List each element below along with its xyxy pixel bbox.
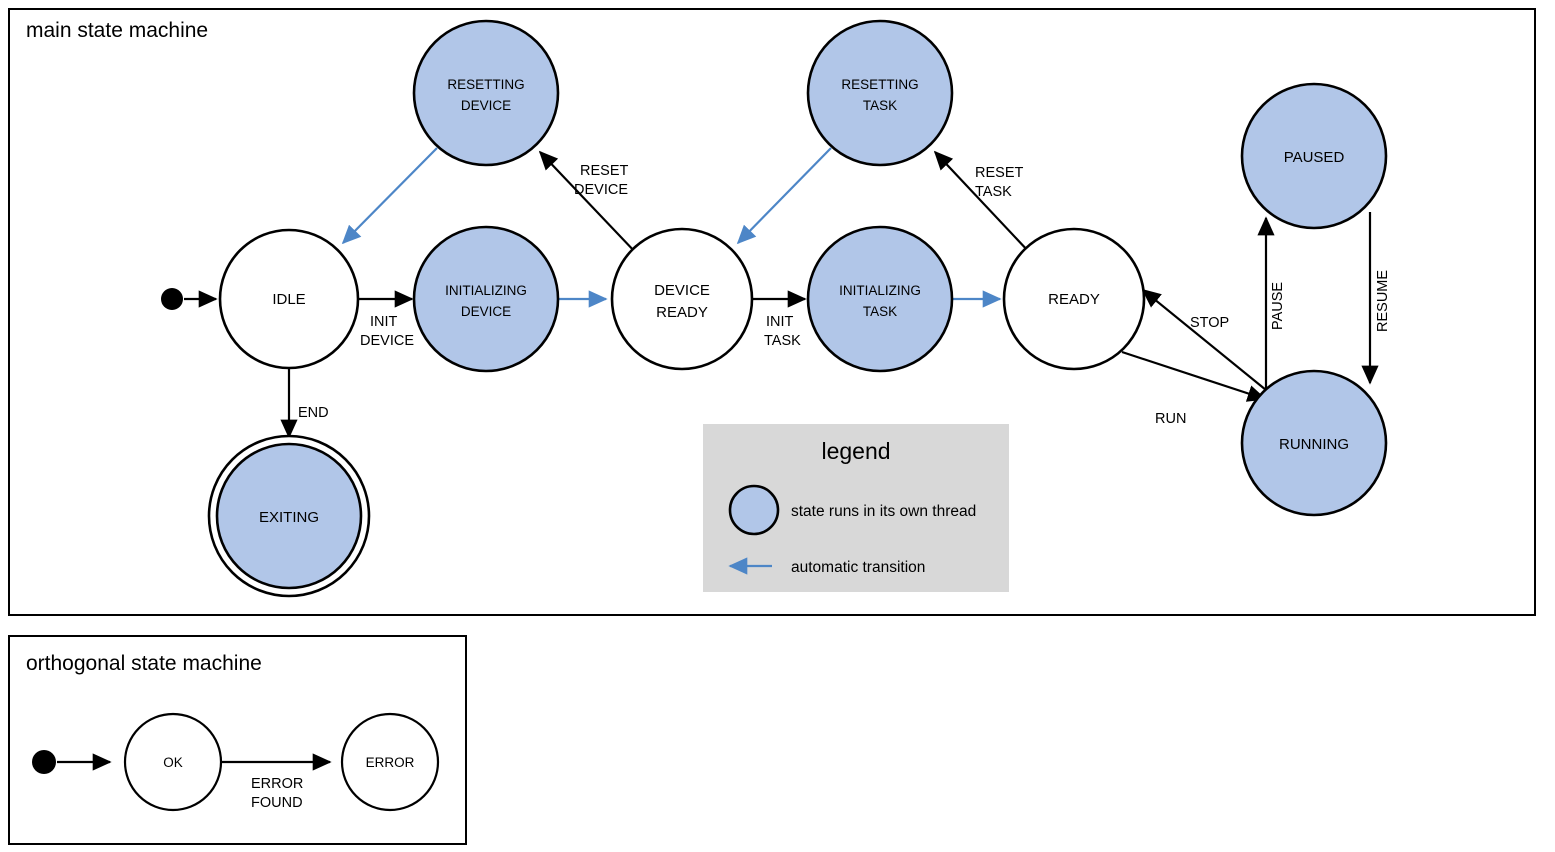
legend: legend state runs in its own thread auto… — [703, 424, 1009, 592]
state-initializing-device-label-2: DEVICE — [461, 304, 511, 319]
state-resetting-device-label-2: DEVICE — [461, 98, 511, 113]
legend-auto-transition-text: automatic transition — [791, 559, 925, 576]
legend-title: legend — [821, 438, 890, 464]
transition-label-resume: RESUME — [1375, 270, 1391, 332]
transition-label-init-task-2: TASK — [764, 333, 801, 349]
state-initializing-task-label-1: INITIALIZING — [839, 283, 921, 298]
transition-label-error-found-2: FOUND — [251, 795, 303, 811]
state-ready[interactable]: READY — [1002, 227, 1146, 371]
state-initializing-device[interactable]: INITIALIZING DEVICE — [412, 225, 560, 373]
transition-device-ready-to-resetting-device: RESET DEVICE — [538, 150, 638, 255]
transition-resetting-task-to-device-ready — [736, 147, 832, 245]
state-error[interactable]: ERROR — [340, 712, 440, 812]
state-running[interactable]: RUNNING — [1240, 369, 1388, 517]
state-resetting-device-label-1: RESETTING — [447, 77, 524, 92]
state-exiting-label: EXITING — [259, 509, 319, 526]
transition-resetting-device-to-idle — [341, 147, 438, 245]
transition-label-reset-device-2: DEVICE — [574, 182, 628, 198]
state-exiting[interactable]: EXITING — [207, 434, 371, 598]
transition-idle-to-initializing-device: INIT DEVICE — [358, 290, 414, 349]
transition-label-reset-device-1: RESET — [580, 163, 628, 179]
transition-label-error-found-1: ERROR — [251, 776, 303, 792]
transition-device-ready-to-initializing-task: INIT TASK — [752, 290, 807, 349]
transition-label-end: END — [298, 405, 329, 421]
state-ok[interactable]: OK — [123, 712, 223, 812]
main-state-machine-title: main state machine — [26, 19, 208, 42]
legend-item-auto-transition: automatic transition — [728, 557, 925, 576]
transition-label-init-device-2: DEVICE — [360, 333, 414, 349]
orthogonal-state-machine-title: orthogonal state machine — [26, 652, 262, 675]
state-initializing-task[interactable]: INITIALIZING TASK — [806, 225, 954, 373]
transition-label-reset-task-2: TASK — [975, 184, 1012, 200]
state-device-ready-label-1: DEVICE — [654, 282, 710, 299]
state-device-ready[interactable]: DEVICE READY — [610, 227, 754, 371]
transition-ready-to-running: RUN — [1121, 350, 1267, 427]
state-idle[interactable]: IDLE — [218, 228, 360, 370]
state-paused[interactable]: PAUSED — [1240, 82, 1388, 230]
state-running-label: RUNNING — [1279, 436, 1349, 453]
state-error-label: ERROR — [366, 755, 415, 770]
state-device-ready-label-2: READY — [656, 304, 708, 321]
state-initializing-task-label-2: TASK — [863, 304, 897, 319]
state-resetting-task-label-1: RESETTING — [841, 77, 918, 92]
state-paused-label: PAUSED — [1284, 149, 1345, 166]
transition-idle-to-exiting: END — [280, 369, 329, 439]
transition-running-to-ready: STOP — [1141, 288, 1267, 391]
transition-running-to-paused: PAUSE — [1257, 216, 1286, 390]
transition-label-stop: STOP — [1190, 315, 1229, 331]
state-resetting-device[interactable]: RESETTING DEVICE — [412, 19, 560, 167]
transition-ready-to-resetting-task: RESET TASK — [933, 150, 1031, 254]
transition-paused-to-running: RESUME — [1361, 212, 1391, 385]
state-idle-label: IDLE — [272, 291, 305, 308]
legend-thread-state-circle-icon — [728, 484, 780, 536]
state-resetting-task-label-2: TASK — [863, 98, 897, 113]
state-ready-label: READY — [1048, 291, 1100, 308]
state-ok-label: OK — [163, 755, 183, 770]
transition-label-init-task-1: INIT — [766, 314, 794, 330]
transition-label-pause: PAUSE — [1270, 282, 1286, 330]
state-initializing-device-label-1: INITIALIZING — [445, 283, 527, 298]
initial-pseudostate-orthogonal — [32, 750, 56, 774]
transition-label-reset-task-1: RESET — [975, 165, 1023, 181]
transition-ok-to-error: ERROR FOUND — [221, 753, 332, 811]
legend-item-thread-state: state runs in its own thread — [728, 484, 976, 536]
state-resetting-task[interactable]: RESETTING TASK — [806, 19, 954, 167]
transition-label-init-device-1: INIT — [370, 314, 398, 330]
initial-pseudostate-main — [161, 288, 183, 310]
transition-label-run: RUN — [1155, 411, 1186, 427]
legend-thread-state-text: state runs in its own thread — [791, 503, 976, 520]
